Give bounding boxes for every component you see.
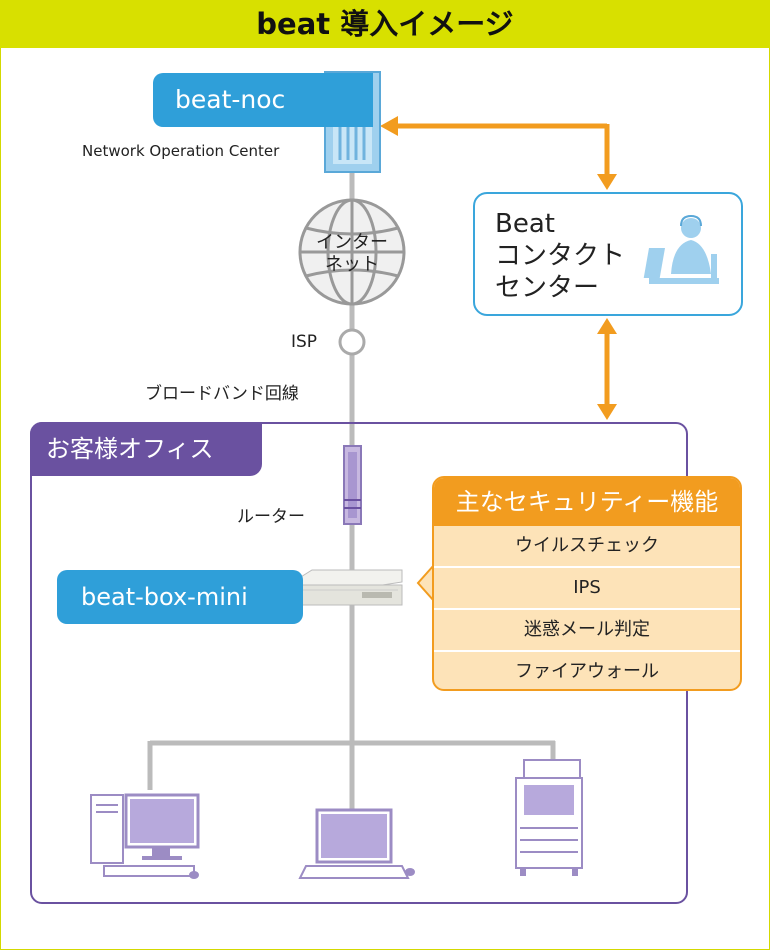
noc-label: beat-noc	[153, 73, 373, 127]
customer-office-label: お客様オフィス	[30, 422, 262, 476]
router-icon	[343, 445, 362, 525]
operator-icon	[643, 214, 719, 284]
broadband-label: ブロードバンド回線	[145, 384, 299, 404]
appliance-icon	[287, 569, 403, 606]
internet-label-line1: インター	[316, 232, 388, 253]
contact-line3: センター	[495, 273, 600, 303]
page-title: beat 導入イメージ	[0, 0, 770, 48]
security-features-title: 主なセキュリティー機能	[434, 478, 740, 526]
noc-subtitle: Network Operation Center	[82, 142, 280, 160]
box-label: beat-box-mini	[57, 570, 303, 624]
internet-label-line2: ネット	[325, 254, 379, 275]
isp-label: ISP	[291, 332, 318, 352]
contact-center-box: Beat コンタクト センター	[473, 192, 743, 316]
isp-node-icon	[338, 328, 366, 356]
router-label: ルーター	[237, 507, 305, 527]
contact-line1: Beat	[495, 209, 555, 239]
desktop-pc-icon	[90, 793, 200, 879]
security-item: ファイアウォール	[434, 650, 740, 689]
globe-icon	[298, 198, 406, 306]
internet-label: インター ネット	[306, 232, 398, 276]
laptop-icon	[298, 808, 415, 879]
contact-center-label: Beat コンタクト センター	[495, 208, 625, 304]
security-item: ウイルスチェック	[515, 535, 659, 556]
printer-icon	[515, 759, 583, 876]
security-item: 迷惑メール判定	[434, 608, 740, 650]
security-item: IPS	[434, 566, 740, 608]
security-features-panel: 主なセキュリティー機能 ウイルスチェック IPS 迷惑メール判定 ファイアウォー…	[432, 476, 742, 691]
contact-line2: コンタクト	[495, 241, 626, 271]
